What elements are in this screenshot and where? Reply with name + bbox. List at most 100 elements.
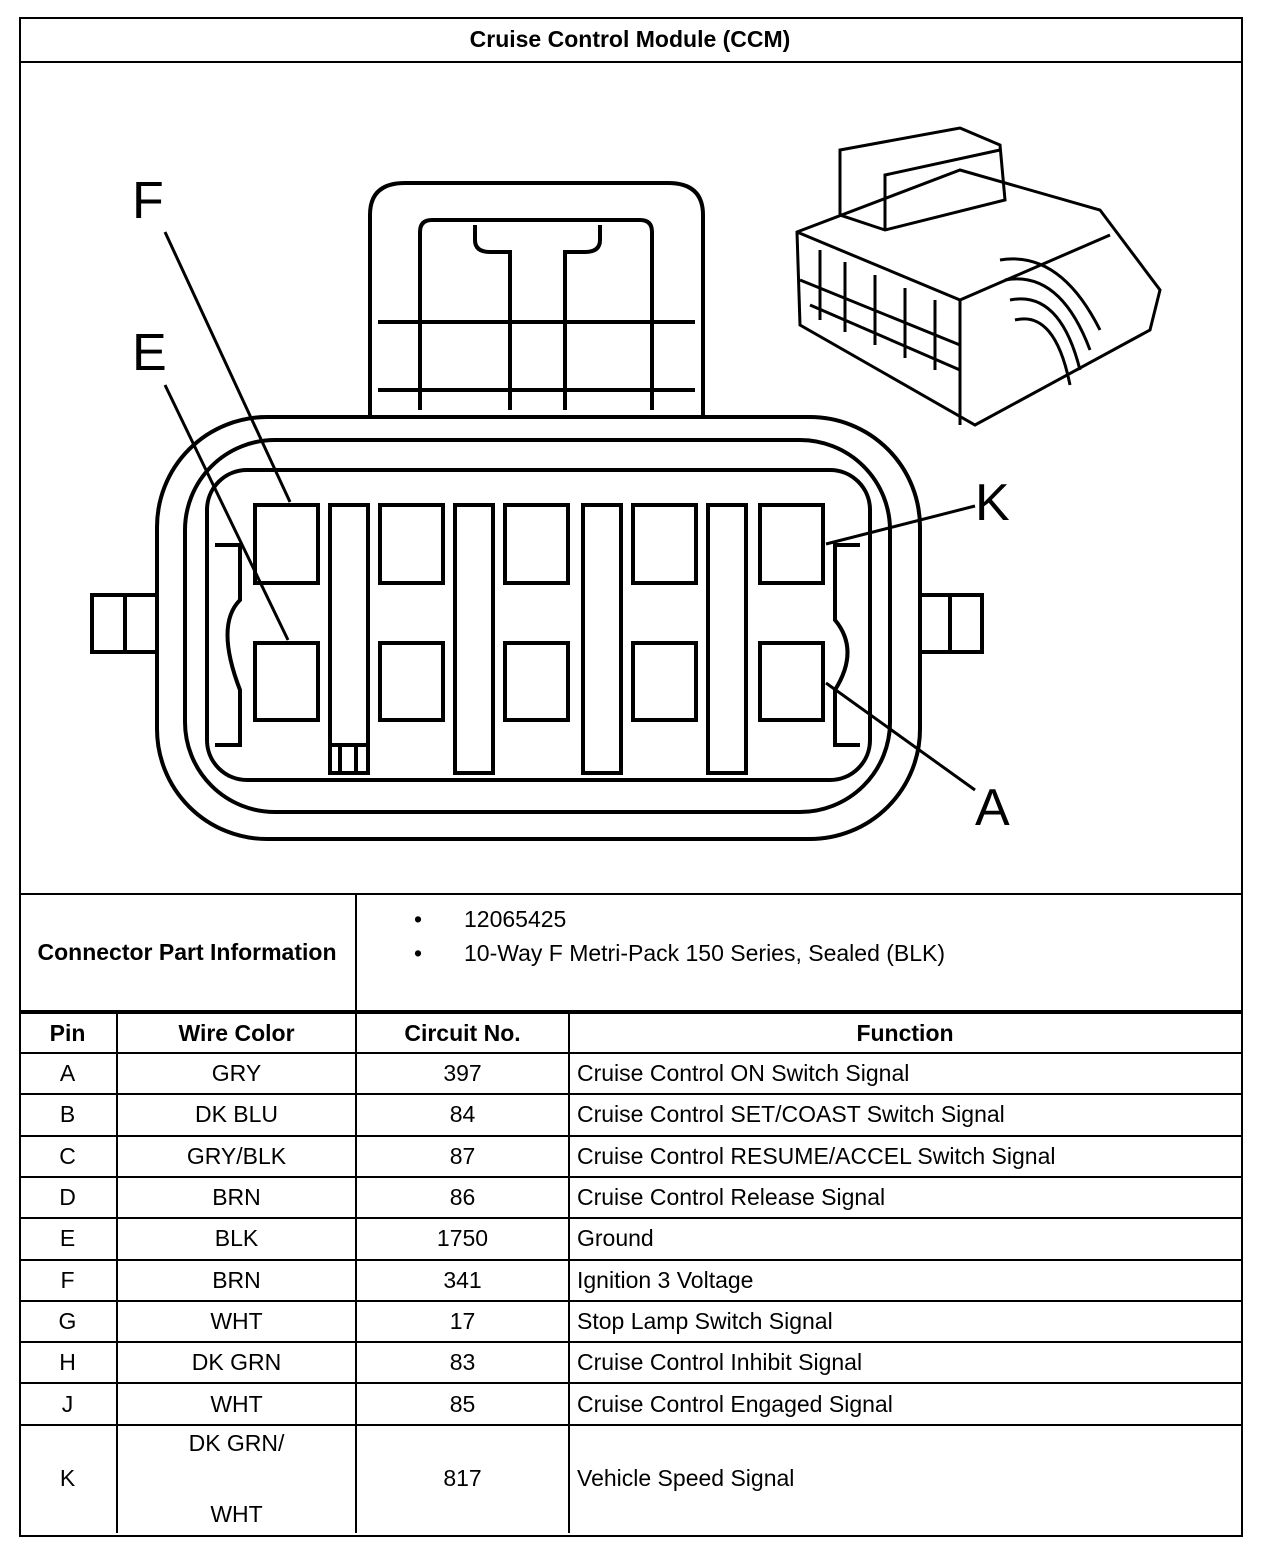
leader-k <box>825 504 976 546</box>
outer-frame <box>19 17 1243 1537</box>
divider <box>19 893 1241 895</box>
left-tab <box>90 593 157 654</box>
latch-t-slot <box>473 225 602 410</box>
cell-circuit: 83 <box>449 1349 476 1376</box>
cell-wire-color: BRN <box>212 1266 261 1293</box>
pin-cavity-e <box>253 641 320 722</box>
cell-function: Ground <box>577 1225 654 1252</box>
connector-body-outer <box>155 415 922 841</box>
cell-wire-color: DK BLU <box>194 1101 279 1128</box>
cell-function: Stop Lamp Switch Signal <box>577 1307 833 1334</box>
cell-circuit: 86 <box>449 1184 476 1211</box>
cell-pin: J <box>61 1390 74 1417</box>
row-divider <box>19 1423 1241 1426</box>
cell-function: Cruise Control Engaged Signal <box>577 1390 893 1417</box>
part-info-label: Connector Part Information <box>37 939 337 965</box>
row-divider <box>19 1299 1241 1302</box>
pin-cavity <box>503 641 570 722</box>
connector-face-diagram: F E K A <box>90 126 1162 841</box>
connector-latch <box>368 181 705 417</box>
cell-circuit: 817 <box>443 1465 482 1492</box>
divider <box>116 1013 118 1533</box>
row-divider <box>19 1134 1241 1137</box>
pin-cavity <box>378 503 445 585</box>
separator <box>581 503 623 775</box>
label-f: F <box>132 172 164 230</box>
header-circuit: Circuit No. <box>404 1019 521 1046</box>
cell-wire-color: WHT <box>210 1307 263 1334</box>
cell-circuit: 1750 <box>436 1225 489 1252</box>
pin-cavity-f <box>253 503 320 585</box>
row-divider <box>19 1341 1241 1344</box>
cell-circuit: 85 <box>449 1390 476 1417</box>
leader-f <box>163 231 292 503</box>
cell-wire-color: DK GRN/WHT <box>118 1426 355 1532</box>
cell-pin: B <box>59 1101 76 1128</box>
separator <box>706 503 748 775</box>
header-pin: Pin <box>49 1019 86 1046</box>
separator <box>328 503 370 775</box>
bullet-icon: • <box>414 906 423 932</box>
cell-pin: D <box>59 1184 76 1211</box>
latch-inner <box>378 218 695 410</box>
divider <box>19 1010 1241 1014</box>
part-number: 12065425 <box>464 906 567 932</box>
right-tab <box>920 593 984 654</box>
pin-cavity <box>503 503 570 585</box>
cell-wire-color: GRY <box>211 1060 262 1087</box>
cell-function: Cruise Control ON Switch Signal <box>577 1060 910 1087</box>
cell-function: Ignition 3 Voltage <box>577 1266 754 1293</box>
row-divider <box>19 1052 1241 1054</box>
connector-3d-illustration <box>795 126 1162 427</box>
cell-circuit: 341 <box>443 1266 482 1293</box>
bullet-icon: • <box>414 940 423 966</box>
cell-pin: C <box>59 1142 76 1169</box>
cell-circuit: 84 <box>449 1101 476 1128</box>
connector-body-mid <box>183 438 892 814</box>
cell-function: Cruise Control RESUME/ACCEL Switch Signa… <box>577 1142 1056 1169</box>
cell-function: Cruise Control Inhibit Signal <box>577 1349 863 1376</box>
cell-wire-color: DK GRN <box>191 1349 282 1376</box>
cell-pin: F <box>60 1266 75 1293</box>
row-divider <box>19 1175 1241 1178</box>
wire-color-line: DK GRN/ <box>188 1429 285 1456</box>
label-k: K <box>975 474 1010 532</box>
pin-cavity-k <box>758 503 825 585</box>
label-e: E <box>132 324 167 382</box>
cell-circuit: 87 <box>449 1142 476 1169</box>
cell-pin: H <box>59 1349 76 1376</box>
separator <box>453 503 495 775</box>
pin-cavities <box>253 503 825 722</box>
part-description: 10-Way F Metri-Pack 150 Series, Sealed (… <box>464 940 946 966</box>
leader-a <box>825 681 976 792</box>
cell-pin: K <box>59 1465 76 1492</box>
row-divider <box>19 1382 1241 1385</box>
cell-pin: G <box>58 1307 77 1334</box>
divider <box>568 1013 570 1533</box>
wire-color-line: WHT <box>210 1500 263 1527</box>
cell-wire-color: BLK <box>214 1225 259 1252</box>
cell-wire-color: BRN <box>212 1184 261 1211</box>
cell-function: Cruise Control SET/COAST Switch Signal <box>577 1101 1005 1128</box>
label-a: A <box>975 779 1010 837</box>
page-title: Cruise Control Module (CCM) <box>19 17 1241 63</box>
header-wire-color: Wire Color <box>178 1019 295 1046</box>
row-divider <box>19 1093 1241 1096</box>
cell-function: Vehicle Speed Signal <box>577 1465 795 1492</box>
divider <box>355 893 357 1533</box>
cell-pin: E <box>59 1225 76 1252</box>
connector-body-inner <box>205 468 872 782</box>
cell-wire-color: GRY/BLK <box>186 1142 287 1169</box>
row-divider <box>19 1258 1241 1261</box>
cell-function: Cruise Control Release Signal <box>577 1184 886 1211</box>
pin-cavity-a <box>758 641 825 722</box>
cell-pin: A <box>59 1060 76 1087</box>
pin-cavity <box>631 641 698 722</box>
cell-wire-color: WHT <box>210 1390 263 1417</box>
cell-circuit: 17 <box>449 1307 476 1334</box>
pin-cavity <box>631 503 698 585</box>
header-function: Function <box>856 1019 954 1046</box>
leader-e <box>163 384 290 641</box>
row-divider <box>19 1217 1241 1220</box>
